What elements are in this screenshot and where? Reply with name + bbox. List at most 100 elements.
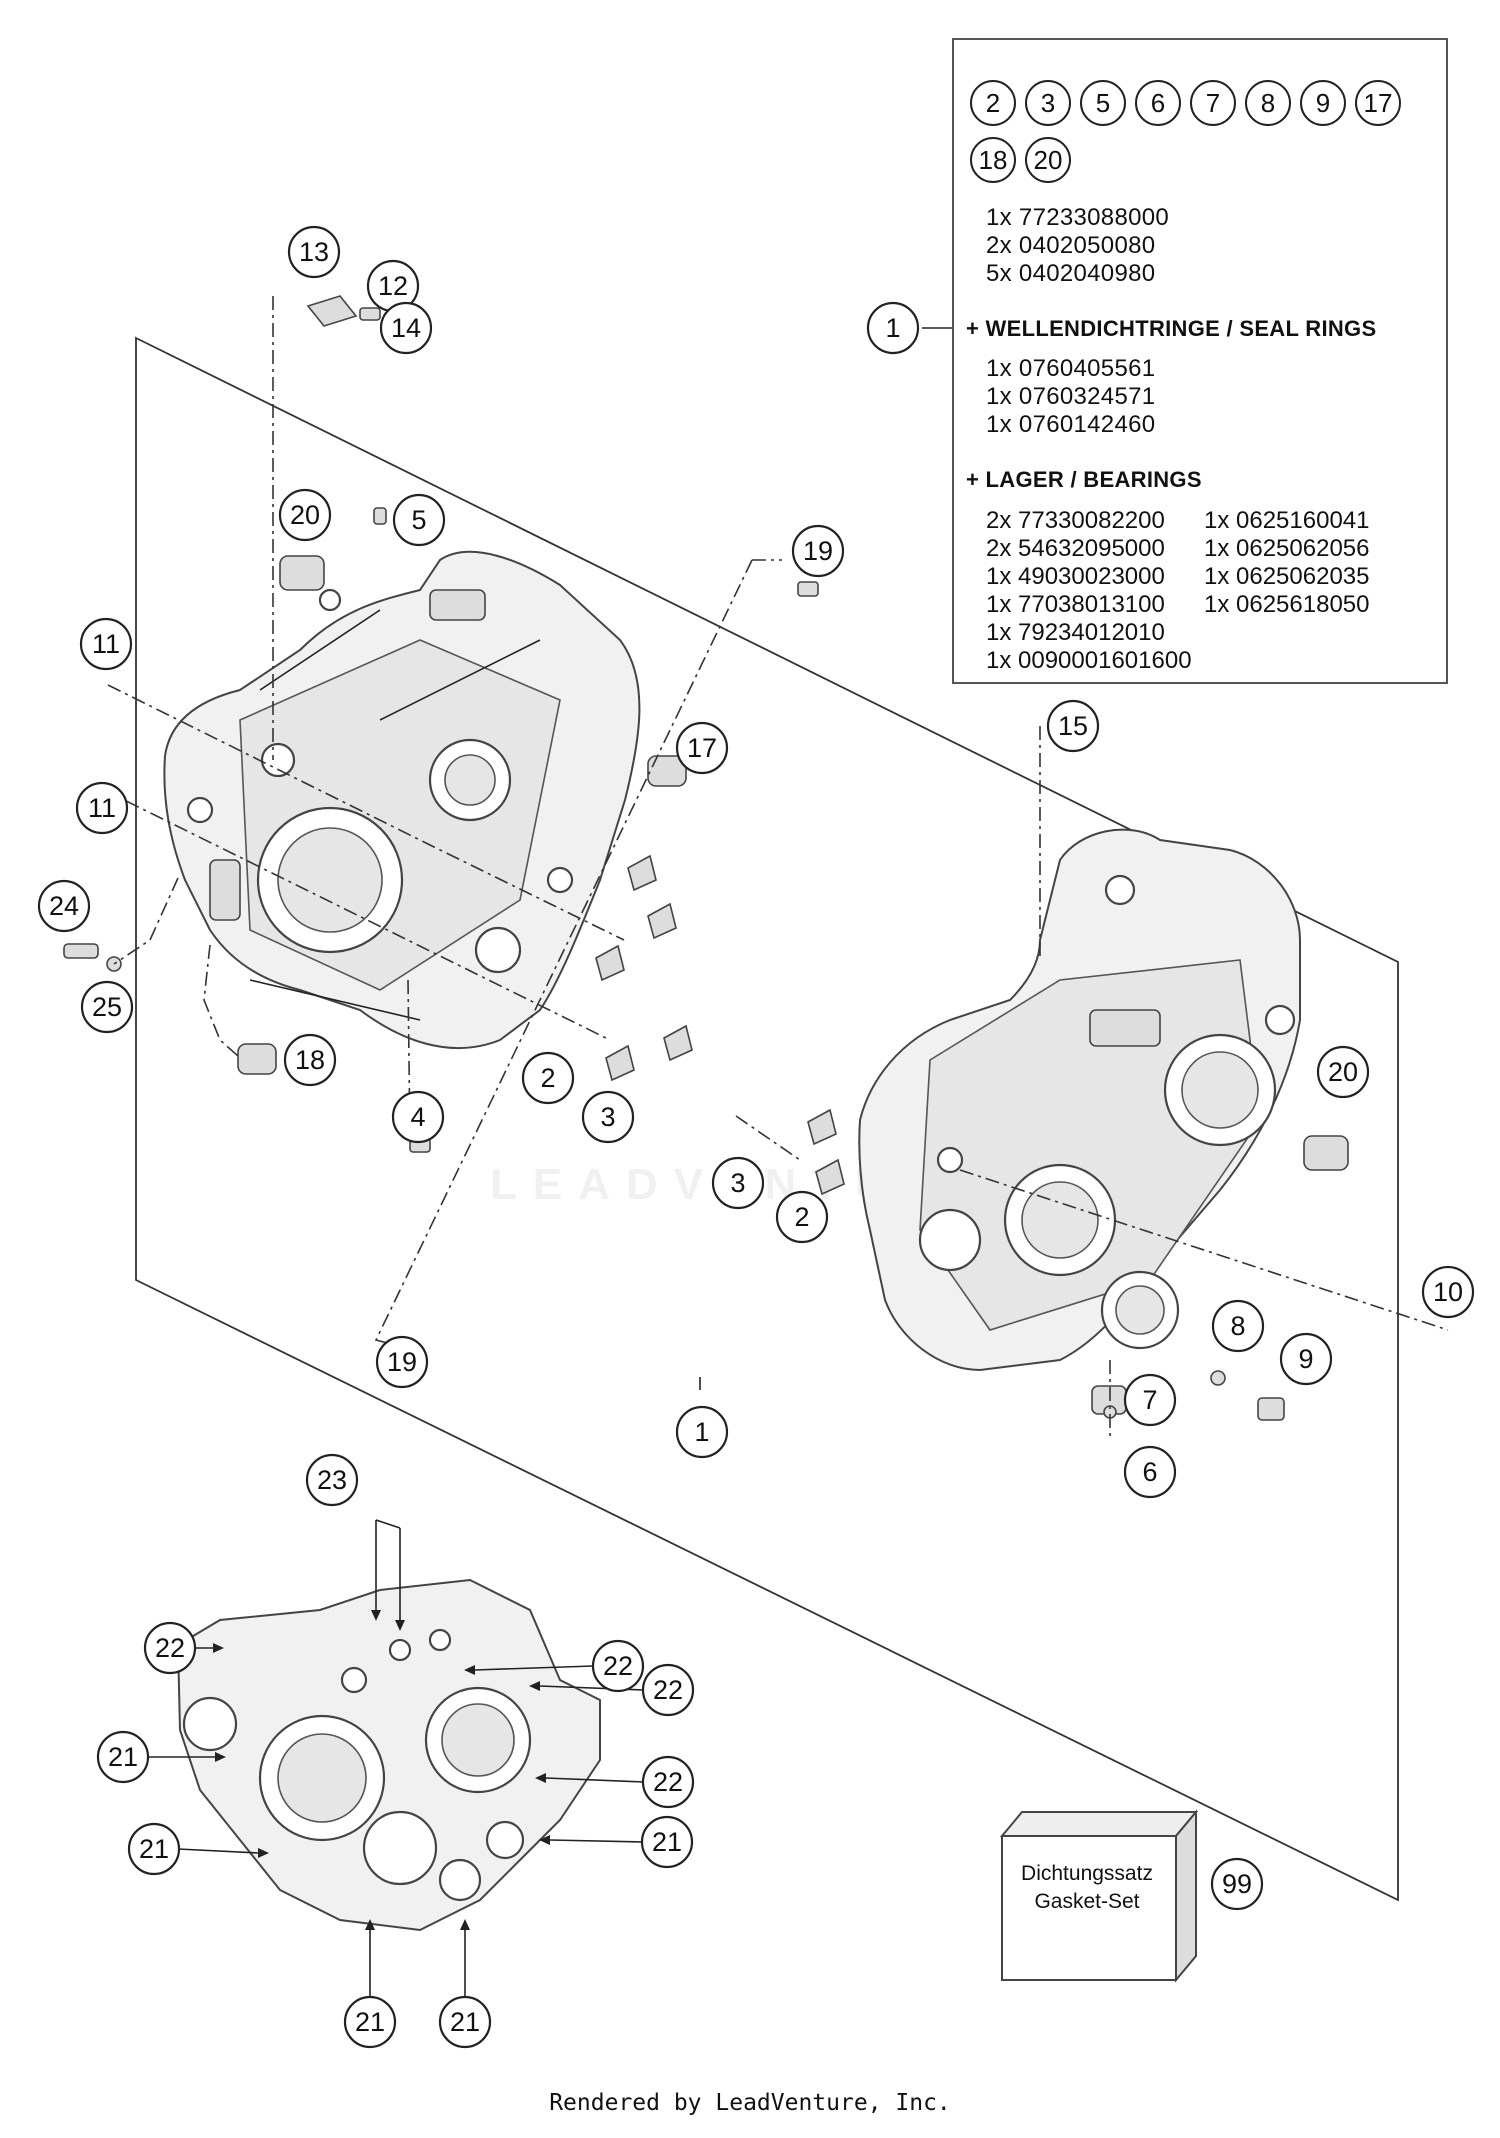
callout-label: 24 <box>49 891 79 921</box>
callout-label: 1 <box>694 1417 709 1447</box>
callout-1-main: 1 <box>675 1405 729 1459</box>
bearing-line: 1x 0090001601600 <box>986 647 1192 674</box>
gasket-label-en: Gasket-Set <box>1034 1890 1140 1913</box>
callout-17: 17 <box>675 721 729 775</box>
callout-label: 2 <box>794 1202 809 1232</box>
callout-label: 21 <box>108 1742 138 1772</box>
callout-10: 10 <box>1421 1265 1475 1319</box>
callout-label: 4 <box>410 1102 425 1132</box>
callout-21-b: 21 <box>127 1822 181 1876</box>
small-parts <box>63 295 1349 1421</box>
callout-22-a: 22 <box>143 1621 197 1675</box>
callout-3-right: 3 <box>711 1156 765 1210</box>
callout-20-left: 20 <box>278 488 332 542</box>
callout-label: 25 <box>92 992 122 1022</box>
callout-label: 21 <box>355 2007 385 2037</box>
badge: 7 <box>1190 80 1236 126</box>
callout-21-e: 21 <box>438 1995 492 2049</box>
callout-label: 22 <box>603 1651 633 1681</box>
badge: 20 <box>1025 137 1071 183</box>
callout-label: 20 <box>1328 1057 1358 1087</box>
callout-label: 3 <box>600 1102 615 1132</box>
callout-label: 11 <box>92 629 120 659</box>
callout-5: 5 <box>392 493 446 547</box>
callout-18: 18 <box>283 1033 337 1087</box>
bearing-line: 1x 0625062035 <box>1204 563 1370 590</box>
kit-line: 1x 77233088000 <box>986 204 1170 231</box>
callout-4: 4 <box>391 1090 445 1144</box>
callout-label: 22 <box>653 1675 683 1705</box>
left-crankcase-half <box>163 550 641 1049</box>
callout-label: 11 <box>88 793 116 823</box>
badge: 6 <box>1135 80 1181 126</box>
gasket-set-box <box>999 1809 1199 1983</box>
callout-label: 9 <box>1298 1344 1313 1374</box>
callout-label: 15 <box>1058 711 1088 741</box>
bearing-line: 1x 0625160041 <box>1204 507 1370 534</box>
bearing-line: 1x 77038013100 <box>986 591 1165 618</box>
badge: 17 <box>1355 80 1401 126</box>
callout-1-box: 1 <box>866 301 920 355</box>
callout-22-c: 22 <box>641 1663 695 1717</box>
bearing-line: 1x 49030023000 <box>986 563 1165 590</box>
callout-label: 20 <box>290 500 320 530</box>
callout-14: 14 <box>379 301 433 355</box>
callout-99: 99 <box>1210 1857 1264 1911</box>
callout-22-b: 22 <box>591 1639 645 1693</box>
callout-label: 14 <box>391 313 421 343</box>
callout-25: 25 <box>80 980 134 1034</box>
badge: 18 <box>970 137 1016 183</box>
assembly-lines <box>101 296 1449 1440</box>
callout-12: 12 <box>366 259 420 313</box>
callout-label: 19 <box>803 536 833 566</box>
kit-line: 5x 0402040980 <box>986 260 1156 287</box>
bearing-line: 2x 54632095000 <box>986 535 1165 562</box>
callout-6: 6 <box>1123 1445 1177 1499</box>
callout-11-top: 11 <box>79 617 133 671</box>
callout-21-d: 21 <box>343 1995 397 2049</box>
callout-label: 18 <box>295 1045 325 1075</box>
bearing-line: 1x 79234012010 <box>986 619 1165 646</box>
badge: 9 <box>1300 80 1346 126</box>
callout-label: 19 <box>387 1347 417 1377</box>
callout-label: 21 <box>652 1827 682 1857</box>
callout-label: 1 <box>885 313 900 343</box>
badge-row-1: 2 3 5 6 7 8 9 17 <box>970 80 1401 126</box>
bearing-line: 1x 0625062056 <box>1204 535 1370 562</box>
callout-21-c: 21 <box>640 1815 694 1869</box>
callout-20-right: 20 <box>1316 1045 1370 1099</box>
badge: 5 <box>1080 80 1126 126</box>
callout-8: 8 <box>1211 1299 1265 1353</box>
callout-9: 9 <box>1279 1332 1333 1386</box>
seal-line: 1x 0760142460 <box>986 411 1156 438</box>
callout-label: 3 <box>730 1168 745 1198</box>
badge: 2 <box>970 80 1016 126</box>
callout-label: 10 <box>1433 1277 1463 1307</box>
callout-label: 2 <box>540 1063 555 1093</box>
badge-row-2: 18 20 <box>970 137 1071 183</box>
callout-19-bottom: 19 <box>375 1335 429 1389</box>
callout-23: 23 <box>305 1453 359 1507</box>
callout-label: 7 <box>1142 1385 1157 1415</box>
seal-line: 1x 0760324571 <box>986 383 1156 410</box>
callout-label: 17 <box>687 733 717 763</box>
callout-label: 22 <box>653 1767 683 1797</box>
callout-15: 15 <box>1046 699 1100 753</box>
leader-lines <box>148 327 956 1998</box>
callout-label: 6 <box>1142 1457 1157 1487</box>
callout-label: 8 <box>1230 1311 1245 1341</box>
callout-3-left: 3 <box>581 1090 635 1144</box>
gasket-label-de: Dichtungssatz <box>1021 1862 1153 1885</box>
badge: 3 <box>1025 80 1071 126</box>
parts-info-box: 2 3 5 6 7 8 9 17 18 20 1x 77233088000 2x… <box>952 38 1448 684</box>
right-crankcase-half <box>858 828 1301 1372</box>
callout-2-left: 2 <box>521 1051 575 1105</box>
callout-label: 21 <box>450 2007 480 2037</box>
callout-label: 12 <box>378 271 408 301</box>
callout-19-top: 19 <box>791 524 845 578</box>
seal-rings-title: + WELLENDICHTRINGE / SEAL RINGS <box>966 316 1377 341</box>
callout-11-bottom: 11 <box>75 781 129 835</box>
callout-label: 99 <box>1222 1869 1252 1899</box>
callout-label: 21 <box>139 1834 169 1864</box>
